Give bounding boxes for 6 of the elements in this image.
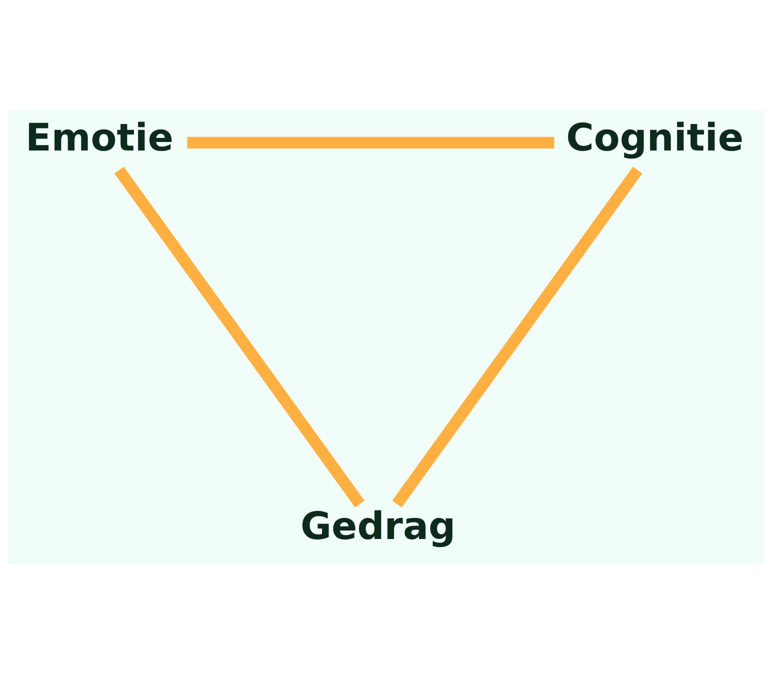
- connector: [187, 136, 554, 149]
- node-text: Gedrag: [300, 504, 456, 548]
- connector: [114, 166, 364, 508]
- connector: [392, 166, 642, 508]
- node-text: Emotie: [25, 115, 174, 160]
- node-text: Cognitie: [566, 115, 744, 160]
